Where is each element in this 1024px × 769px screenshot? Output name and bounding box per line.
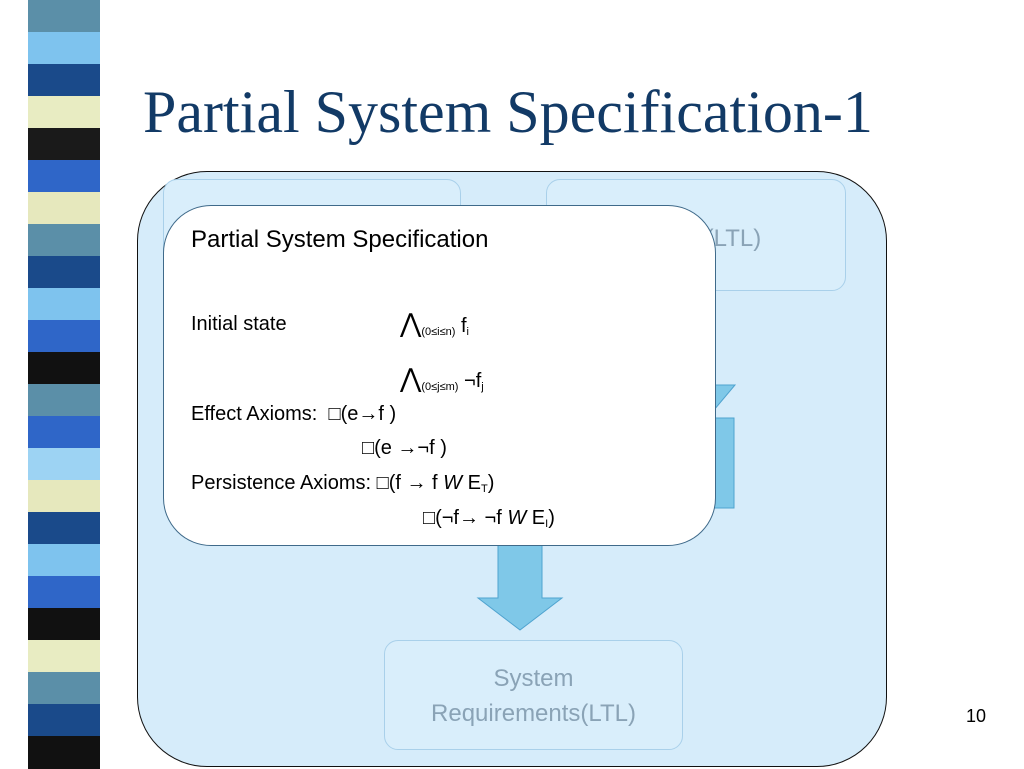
system-requirements-line2: Requirements(LTL): [431, 700, 636, 727]
persistence-axiom-1-close: ): [487, 472, 495, 494]
initial-state-label: Initial state: [191, 313, 287, 335]
system-requirements-line1: System: [493, 665, 574, 692]
range-j: (0≤j≤m): [421, 381, 459, 393]
effect-axiom-2: □(e →¬f ): [362, 437, 447, 459]
stripe-block: [28, 608, 100, 641]
persistence-axioms-row-1: Persistence Axioms: □(f → f W ET): [191, 472, 494, 500]
stripe-block: [28, 160, 100, 193]
stripe-block: [28, 256, 100, 289]
stripe-block: [28, 64, 100, 97]
stripe-block: [28, 128, 100, 161]
stripe-block: [28, 32, 100, 65]
stripe-block: [28, 384, 100, 417]
persistence-axiom-1-pre: □(f → f: [376, 472, 444, 494]
stripe-block: [28, 672, 100, 705]
stripe-block: [28, 480, 100, 513]
stripe-block: [28, 288, 100, 321]
stripe-block: [28, 448, 100, 481]
persistence-axiom-1-sub: T: [480, 483, 488, 495]
neg-f-j-sub: j: [481, 381, 484, 393]
weak-until-operator: W: [507, 507, 527, 529]
range-i: (0≤i≤n): [421, 326, 456, 338]
stripe-block: [28, 320, 100, 353]
f-i-sub: i: [466, 326, 469, 338]
effect-axiom-1: □(e→f ): [328, 403, 397, 425]
stripe-block: [28, 96, 100, 129]
stripe-block: [28, 192, 100, 225]
effect-axioms-label: Effect Axioms:: [191, 403, 318, 425]
stripe-block: [28, 576, 100, 609]
spec-card-heading: Partial System Specification: [191, 226, 489, 253]
f-i-base: f: [460, 315, 467, 337]
stripe-block: [28, 352, 100, 385]
initial-state-formula-1: ⋀(0≤i≤n) fi: [400, 310, 469, 343]
persistence-axiom-2-pre: □(¬f→ ¬f: [423, 507, 508, 529]
stripe-block: [28, 512, 100, 545]
persistence-axiom-2-sub: I: [545, 518, 549, 530]
effect-axioms-row-1: Effect Axioms: □(e→f ): [191, 403, 396, 425]
system-requirements-box: System Requirements(LTL): [384, 640, 683, 750]
stripe-block: [28, 0, 100, 33]
neg-f-j-base: ¬f: [464, 370, 482, 392]
partial-specification-card: Partial System Specification Initial sta…: [163, 205, 716, 546]
persistence-axioms-label: Persistence Axioms:: [191, 472, 372, 494]
conjunction-symbol: ⋀: [400, 308, 422, 338]
stripe-block: [28, 640, 100, 673]
arrow-down-shape: [476, 540, 564, 631]
persistence-axioms-row-2: □(¬f→ ¬f W EI): [423, 507, 555, 535]
initial-state-formula-2: ⋀(0≤j≤m) ¬fj: [400, 365, 484, 398]
conjunction-symbol: ⋀: [400, 363, 422, 393]
slide-title: Partial System Specification-1: [143, 79, 873, 145]
page-number: 10: [966, 706, 987, 726]
weak-until-operator: W: [443, 472, 463, 494]
stripe-block: [28, 416, 100, 449]
stripe-block: [28, 736, 100, 769]
decorative-stripe-bar: [28, 0, 100, 769]
stripe-block: [28, 544, 100, 577]
arrow-down: [476, 540, 564, 631]
persistence-axiom-2-e: E: [526, 507, 546, 529]
persistence-axiom-2-close: ): [548, 507, 555, 529]
stripe-block: [28, 704, 100, 737]
stripe-block: [28, 224, 100, 257]
persistence-axiom-1-e: E: [462, 472, 481, 494]
